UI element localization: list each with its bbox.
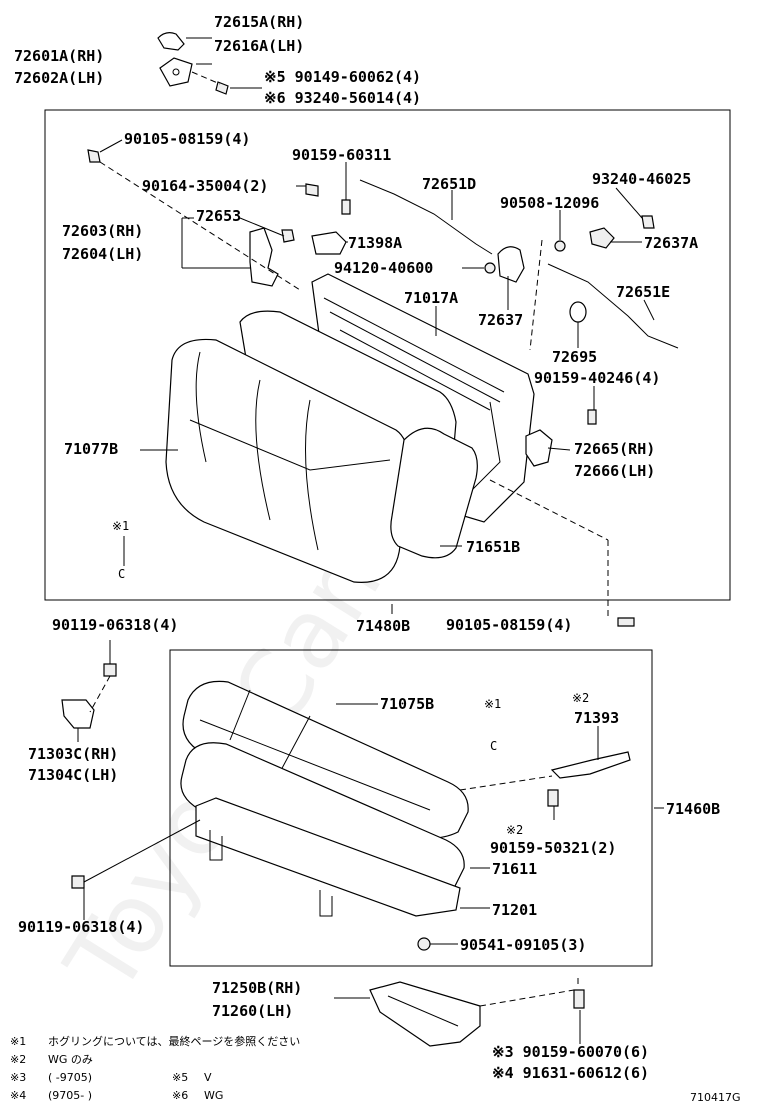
side-cushion-part <box>390 427 478 559</box>
label-90159a: 90159-60311 <box>292 146 391 164</box>
label-71304C: 71304C(LH) <box>28 766 118 784</box>
label-71460B: 71460B <box>666 800 720 818</box>
label-71017A: 71017A <box>404 289 458 307</box>
note-1-mark: ※1 <box>10 1035 26 1048</box>
label-90164: 90164-35004(2) <box>142 177 268 195</box>
label-72666: 72666(LH) <box>574 462 655 480</box>
note-5-mark: ※5 <box>172 1071 188 1084</box>
label-72604: 72604(LH) <box>62 245 143 263</box>
label-90105b: 90105-08159(4) <box>446 616 572 634</box>
bolt-90105a <box>87 149 101 163</box>
label-72615A: 72615A(RH) <box>214 13 304 31</box>
hook-71303C <box>61 699 95 729</box>
note-4-mark: ※4 <box>10 1089 26 1102</box>
label-72651E: 72651E <box>616 283 670 301</box>
note-2-text: WG のみ <box>48 1053 93 1066</box>
note-3-mark: ※3 <box>10 1071 26 1084</box>
note-4-text: (9705- ) <box>48 1089 92 1102</box>
label-90119a: 90119-06318(4) <box>52 616 178 634</box>
bracket-71393 <box>550 751 631 779</box>
label-90159c: 90159-50321(2) <box>490 839 616 857</box>
label-72602A: 72602A(LH) <box>14 69 104 87</box>
cushion-frame <box>169 649 653 967</box>
label-91631: ※4 91631-60612(6) <box>492 1064 649 1082</box>
label-90119b: 90119-06318(4) <box>18 918 144 936</box>
label-93240a: ※6 93240-56014(4) <box>264 89 421 107</box>
figure-code: 710417G <box>690 1091 741 1104</box>
label-note1-c-b: C <box>490 739 497 753</box>
label-note2-mark-a: ※2 <box>572 691 589 705</box>
label-note2-mark-b: ※2 <box>506 823 523 837</box>
label-note1-mark-b: ※1 <box>484 697 501 711</box>
bolt-90159a <box>341 199 351 215</box>
seatback-frame <box>44 109 731 601</box>
bolt-90105b <box>617 617 635 627</box>
label-71303C: 71303C(RH) <box>28 745 118 763</box>
label-90149: ※5 90149-60062(4) <box>264 68 421 86</box>
label-72616A: 72616A(LH) <box>214 37 304 55</box>
label-72637A: 72637A <box>644 234 698 252</box>
bolt-90119b <box>71 875 85 889</box>
label-71611: 71611 <box>492 860 537 878</box>
label-71393: 71393 <box>574 709 619 727</box>
cushion-frame-part <box>195 797 461 917</box>
label-94120: 94120-40600 <box>334 259 433 277</box>
cushion-cover-part <box>182 680 469 839</box>
bolt-90164 <box>305 183 319 197</box>
bolt-top <box>215 81 229 95</box>
label-90105a: 90105-08159(4) <box>124 130 250 148</box>
note-1-text: ホグリングについては、最終ページを参照ください <box>48 1034 300 1048</box>
cap-72695 <box>569 301 587 323</box>
note-3-text: ( -9705) <box>48 1071 92 1084</box>
label-71077B: 71077B <box>64 440 118 458</box>
label-71250B: 71250B(RH) <box>212 979 302 997</box>
label-72695: 72695 <box>552 348 597 366</box>
clip-71398A <box>311 231 347 255</box>
label-note1-mark-a: ※1 <box>112 519 129 533</box>
lock-bracket <box>249 227 279 287</box>
lock-72637 <box>497 246 525 283</box>
note-2-mark: ※2 <box>10 1053 26 1066</box>
bolt-90159b <box>587 409 597 425</box>
note-5-text: V <box>204 1071 212 1084</box>
label-71260: 71260(LH) <box>212 1002 293 1020</box>
label-90541: 90541-09105(3) <box>460 936 586 954</box>
seatback-cover-part <box>165 338 409 583</box>
bolt-90159d <box>573 989 585 1009</box>
clip-90541 <box>417 937 431 951</box>
label-71480B: 71480B <box>356 617 410 635</box>
nut-94120 <box>484 262 496 274</box>
label-72665: 72665(RH) <box>574 440 655 458</box>
label-71651B: 71651B <box>466 538 520 556</box>
label-72637: 72637 <box>478 311 523 329</box>
label-71398A: 71398A <box>348 234 402 252</box>
label-72601A: 72601A(RH) <box>14 47 104 65</box>
bolt-90119a <box>103 663 117 677</box>
hinge-cover-part <box>157 32 185 51</box>
knob-72637A <box>589 227 615 249</box>
rod-72651D <box>359 179 493 255</box>
label-note1-c-a: C <box>118 567 125 581</box>
label-93240b: 93240-46025 <box>592 170 691 188</box>
side-cover-71250B <box>369 981 481 1047</box>
label-90159d: ※3 90159-60070(6) <box>492 1043 649 1061</box>
label-71201: 71201 <box>492 901 537 919</box>
bolt-72653 <box>281 229 295 243</box>
label-71075B: 71075B <box>380 695 434 713</box>
note-6-mark: ※6 <box>172 1089 188 1102</box>
bolt-93240b <box>641 215 655 229</box>
label-72653: 72653 <box>196 207 241 225</box>
nut-90508 <box>554 240 566 252</box>
bolt-90159c <box>547 789 559 807</box>
label-72651D: 72651D <box>422 175 476 193</box>
hinge-part <box>159 57 193 87</box>
striker-72665 <box>525 429 553 467</box>
label-90508: 90508-12096 <box>500 194 599 212</box>
label-72603: 72603(RH) <box>62 222 143 240</box>
note-6-text: WG <box>204 1089 223 1102</box>
label-90159b: 90159-40246(4) <box>534 369 660 387</box>
rod-72651E <box>547 263 679 349</box>
